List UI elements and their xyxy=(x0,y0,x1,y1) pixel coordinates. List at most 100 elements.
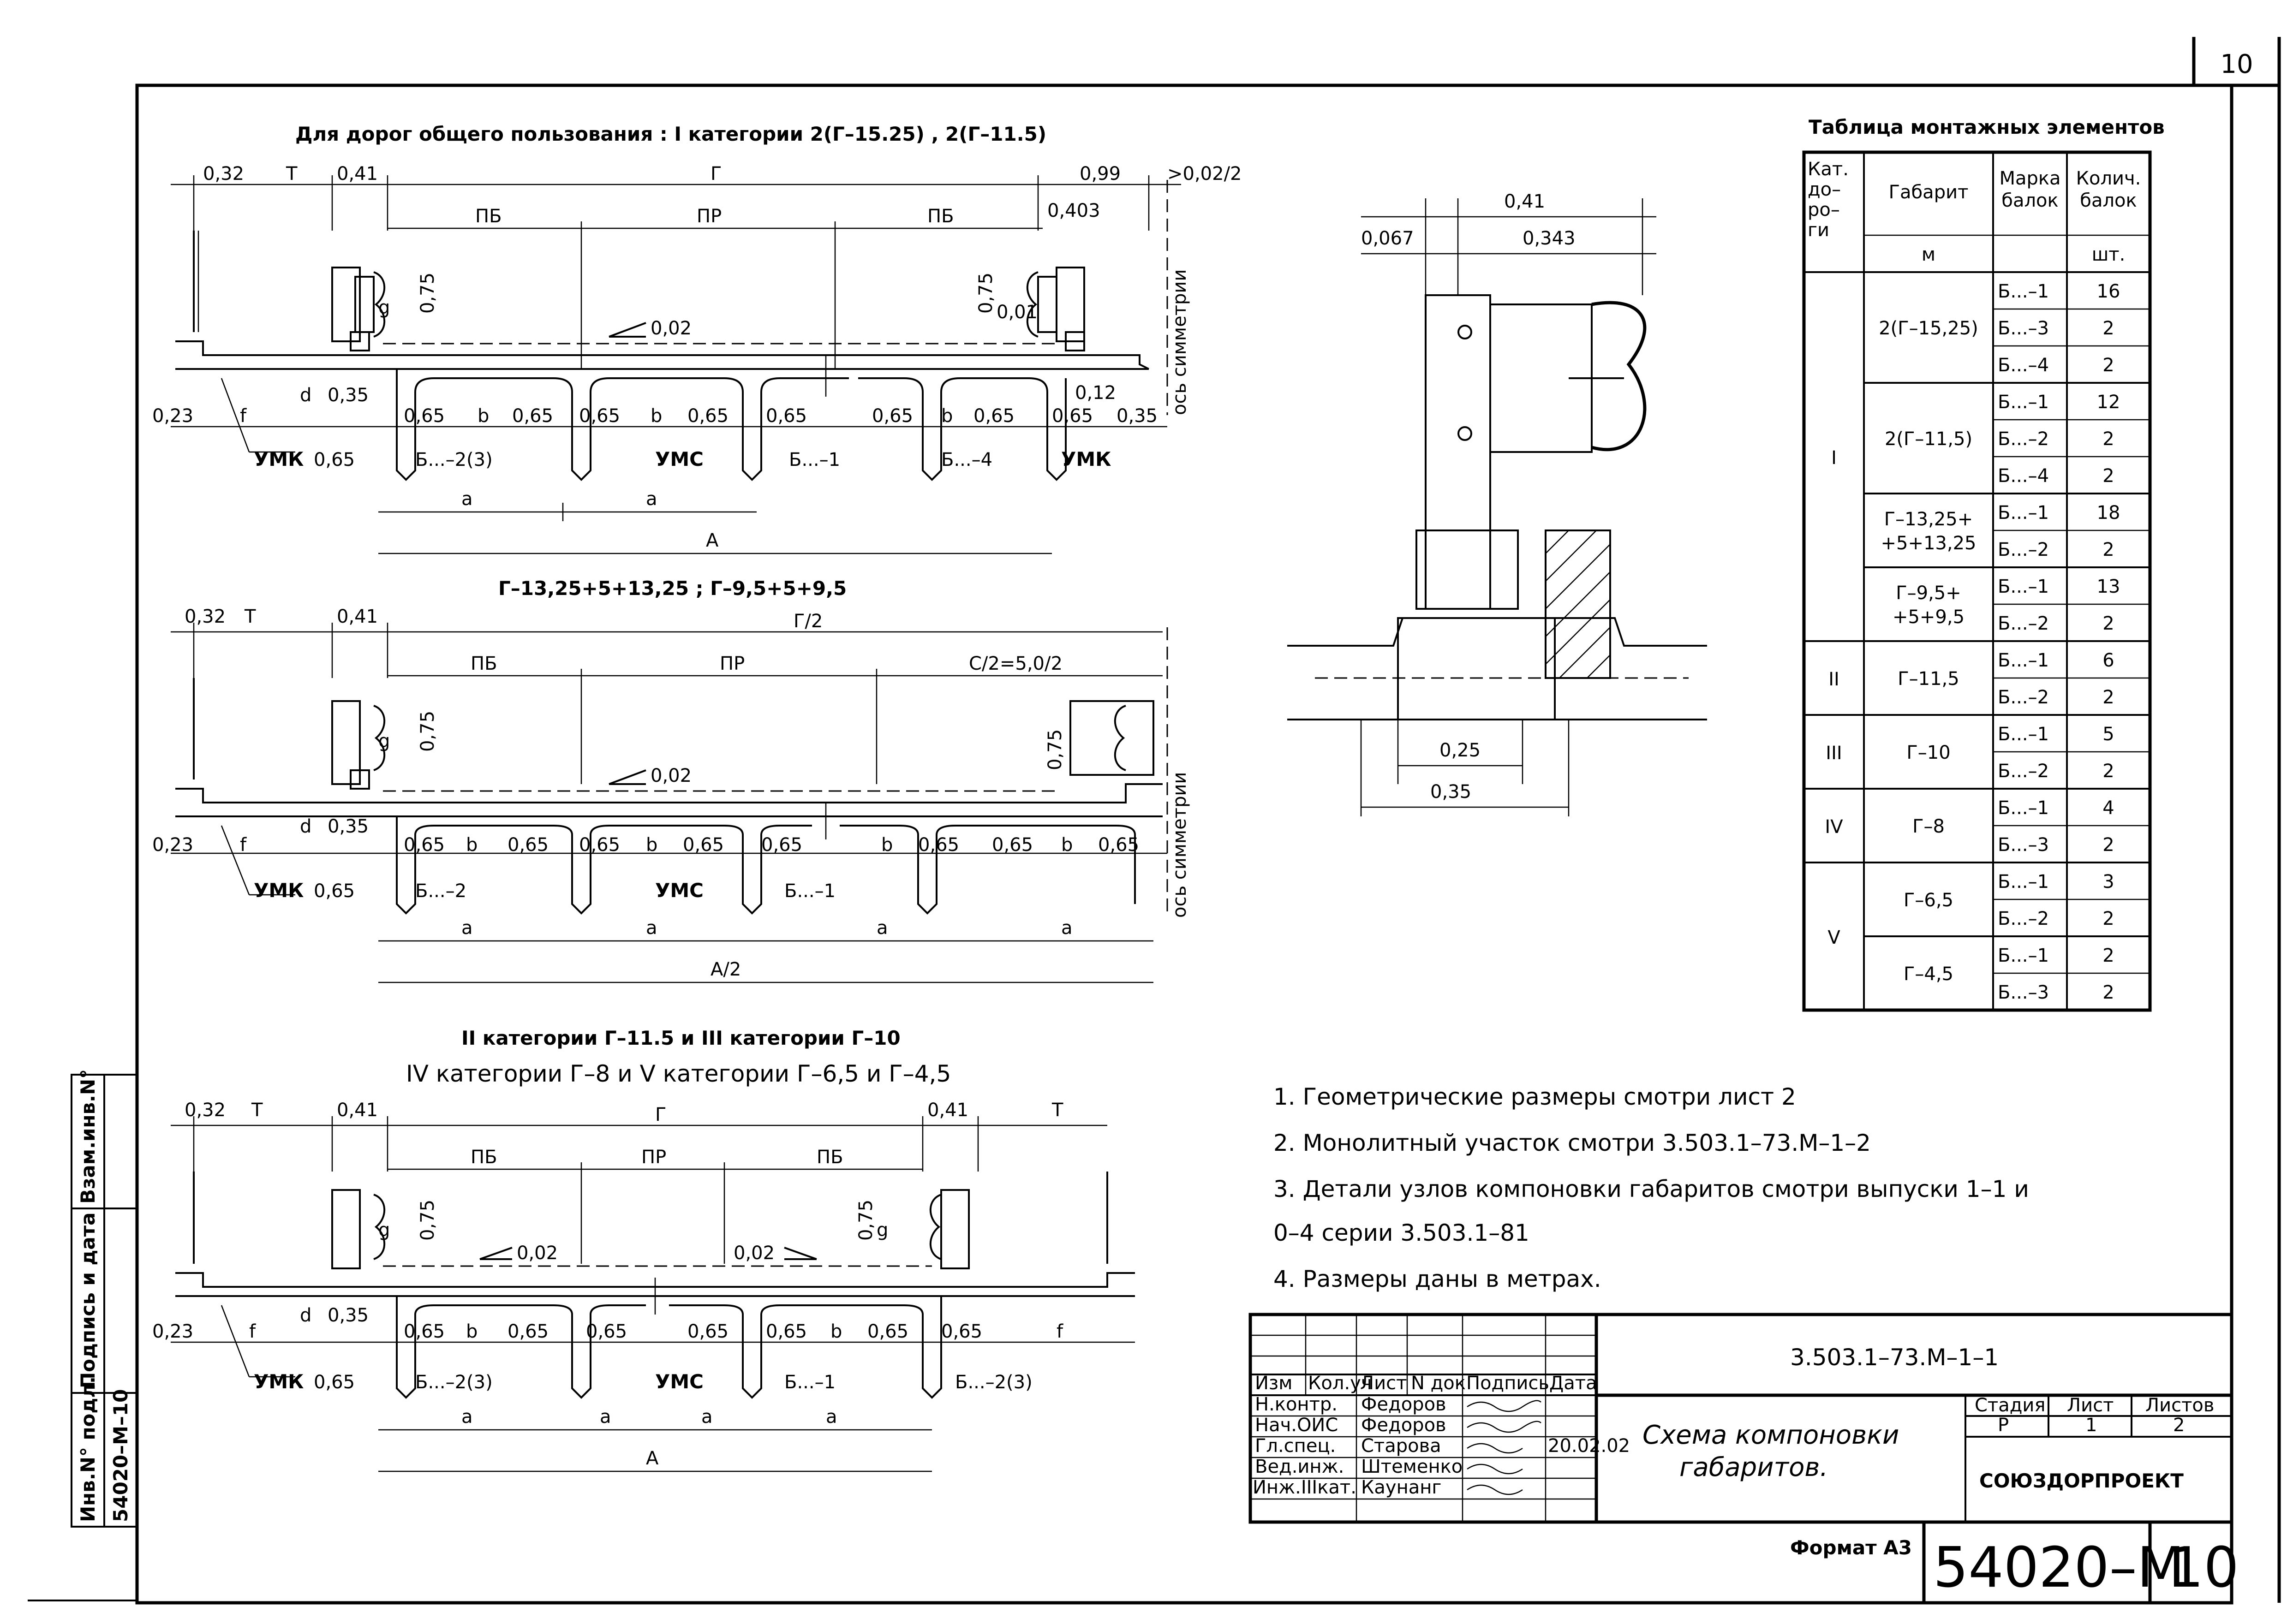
dim-a-1: a xyxy=(461,488,473,510)
dim-f: f xyxy=(240,405,247,427)
s2-065-e: 0,65 xyxy=(761,834,802,856)
table-hdr-gabarit: Габарит xyxy=(1889,182,1969,203)
dim-065-e: 0,65 xyxy=(766,405,807,427)
s2-dim-035: 0,35 xyxy=(328,816,369,837)
table-cell-count: 5 xyxy=(2102,724,2114,745)
s2-065-c: 0,65 xyxy=(579,834,620,856)
s3-dim-G: Г xyxy=(655,1104,666,1125)
stamp-role-2: Нач.ОИС xyxy=(1255,1415,1338,1436)
table-cell-marka: Б...–2 xyxy=(1998,908,2049,929)
table-cell-count: 2 xyxy=(2102,318,2114,339)
table-cell-count: 2 xyxy=(2102,761,2114,782)
table-cell-gabarit: 2(Г–11,5) xyxy=(1885,428,1972,450)
table-cell-marka: Б...–1 xyxy=(1998,502,2049,523)
table-cell-cat: IV xyxy=(1825,816,1843,838)
s2-ums: УМС xyxy=(655,879,704,902)
dim-032: 0,32 xyxy=(203,163,244,184)
stamp-name-4: Штеменко xyxy=(1361,1456,1463,1477)
note-1: 1. Геометрические размеры смотри лист 2 xyxy=(1273,1083,1796,1110)
table-cell-marka: Б...–1 xyxy=(1998,797,2049,819)
table-cell-marka: Б...–4 xyxy=(1998,355,2049,376)
s2-065-d: 0,65 xyxy=(683,834,724,856)
s3-a-2: a xyxy=(600,1406,611,1428)
sheet-frame: 10 xyxy=(28,37,2281,1605)
table-cell-marka: Б...–1 xyxy=(1998,576,2049,597)
sidebar-sign-label: Подпись и дата xyxy=(77,1213,99,1388)
stamp-hdr-izm: Изм xyxy=(1255,1373,1292,1394)
s2-b-c: b xyxy=(881,834,893,856)
table-cell-cat: I xyxy=(1831,447,1837,469)
note-3: 3. Детали узлов компоновки габаритов смо… xyxy=(1273,1176,2029,1202)
left-sidebar: Взам.инв.N° Подпись и дата Инв.N° подл. … xyxy=(71,1069,138,1528)
dim-065-c: 0,65 xyxy=(579,405,620,427)
stamp-role-1: Н.контр. xyxy=(1255,1394,1338,1415)
dim-075-right: 0,75 xyxy=(975,273,997,314)
dim-041: 0,41 xyxy=(337,163,378,184)
note-2: 2. Монолитный участок смотри 3.503.1–73.… xyxy=(1273,1130,1871,1156)
lane-pb-right: ПБ xyxy=(927,206,954,227)
table-cell-cat: V xyxy=(1827,927,1840,948)
s2-lane-pb: ПБ xyxy=(471,653,497,674)
detail-035: 0,35 xyxy=(1430,781,1471,803)
section3-title-1: II категории Г–11.5 и III категории Г–10 xyxy=(461,1027,901,1049)
stamp-name-2: Федоров xyxy=(1361,1415,1446,1436)
notes: 1. Геометрические размеры смотри лист 2 … xyxy=(1273,1083,2029,1292)
s2-dim-d: d xyxy=(300,816,311,837)
label-umk-right: УМК xyxy=(1061,448,1111,470)
s3-b-a: b xyxy=(466,1321,478,1342)
s2-dim-T: Т xyxy=(244,606,256,627)
s2-a-3: a xyxy=(877,917,888,939)
s2-dim-075-r: 0,75 xyxy=(1045,729,1066,770)
dim-065-h: 0,65 xyxy=(1052,405,1093,427)
s2-b-b: b xyxy=(646,834,657,856)
s3-beam-b23-l: Б...–2(3) xyxy=(415,1372,493,1393)
s3-f-l: f xyxy=(249,1321,256,1342)
stamp-hdr-koluch: Кол.уч xyxy=(1308,1373,1372,1394)
stamp-sheets: 2 xyxy=(2173,1415,2185,1436)
note-3-cont: 0–4 серии 3.503.1–81 xyxy=(1273,1219,1529,1246)
s2-umk: УМК xyxy=(254,879,304,902)
s3-065-a: 0,65 xyxy=(404,1321,445,1342)
stamp-org: СОЮЗДОРПРОЕКТ xyxy=(1979,1469,2184,1492)
stamp-name-1: Федоров xyxy=(1361,1394,1446,1415)
stamp-sheet: 1 xyxy=(2085,1415,2097,1436)
s3-f-r: f xyxy=(1057,1321,1063,1342)
dim-012: 0,12 xyxy=(1075,382,1116,404)
stamp-role-3: Гл.спец. xyxy=(1255,1435,1336,1457)
stamp-date: 20.02.02 xyxy=(1548,1435,1630,1457)
s2-dim-A2: А/2 xyxy=(711,959,741,980)
table-cell-gabarit: Г–10 xyxy=(1906,742,1950,763)
stamp-stage: Р xyxy=(1998,1415,2009,1436)
stamp-big-number: 54020–М xyxy=(1933,1536,2185,1600)
stamp-role-5: Инж.IIIкат. xyxy=(1253,1477,1356,1498)
table-cell-marka: Б...–1 xyxy=(1998,392,2049,413)
s2-dim-075: 0,75 xyxy=(417,711,438,752)
stamp-hdr-list: Лист xyxy=(1360,1373,1407,1394)
s3-035: 0,35 xyxy=(328,1305,369,1326)
s2-beam-b2: Б...–2 xyxy=(415,880,466,902)
dim-035-r: 0,35 xyxy=(1117,405,1158,427)
s2-a-2: a xyxy=(646,917,657,939)
s2-065-under: 0,65 xyxy=(314,880,355,902)
s3-065-e: 0,65 xyxy=(766,1321,807,1342)
s3-075-r: 0,75 xyxy=(855,1200,877,1241)
cross-section-3: II категории Г–11.5 и III категории Г–10… xyxy=(152,1027,1135,1472)
s3-dim-T: Т xyxy=(251,1100,263,1121)
dim-001: 0,01 xyxy=(997,302,1038,323)
slope-label: 0,02 xyxy=(651,318,692,339)
dim-065-g: 0,65 xyxy=(973,405,1015,427)
table-hdr-kolich: Колич.балок xyxy=(2076,168,2141,211)
s2-065-h: 0,65 xyxy=(1098,834,1139,856)
sidebar-inv-label: Инв.N° подл. xyxy=(77,1376,99,1522)
table-cell-gabarit: Г–9,5++5+9,5 xyxy=(1893,583,1965,628)
stamp-role-4: Вед.инж. xyxy=(1255,1456,1344,1477)
s2-dim-041: 0,41 xyxy=(337,606,378,627)
table-unit-sht: шт. xyxy=(2092,244,2126,265)
s3-beam-b1: Б...–1 xyxy=(784,1372,836,1393)
s2-a-1: a xyxy=(461,917,473,939)
s3-umk: УМК xyxy=(254,1370,304,1393)
table-cell-marka: Б...–3 xyxy=(1998,834,2049,856)
dim-A: А xyxy=(706,530,719,551)
table-cell-marka: Б...–1 xyxy=(1998,281,2049,302)
